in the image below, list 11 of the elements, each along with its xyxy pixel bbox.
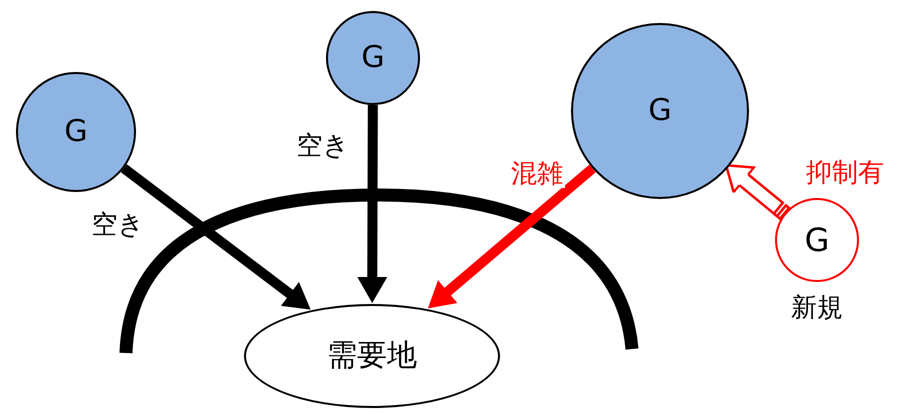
edge-label: 混雑 [509,160,565,188]
arrow [357,104,388,303]
node-caption: 新規 [789,294,845,322]
edge-label: 抑制有 [804,159,886,187]
node-label: G [804,224,830,256]
node-label: G [64,117,88,147]
node-label: G [361,43,385,73]
arrow [120,164,311,310]
node-label: G [648,96,672,126]
node-label: 需要地 [327,341,417,371]
arrow [428,164,596,308]
